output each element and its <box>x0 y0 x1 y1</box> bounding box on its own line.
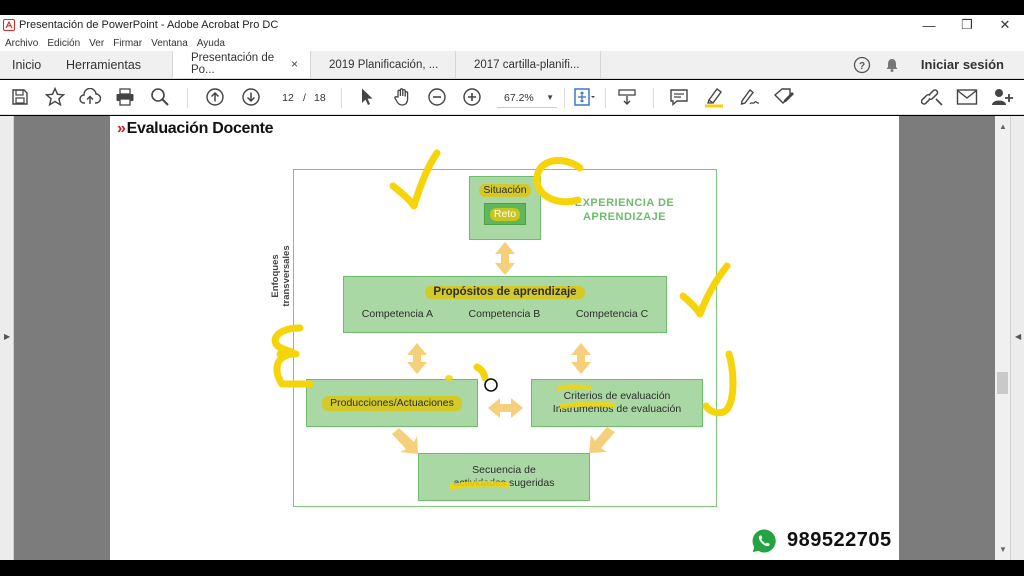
toolbar: 12 / 18 67.2% ▼ <box>0 80 1024 115</box>
window-title: Presentación de PowerPoint - Adobe Acrob… <box>19 19 279 31</box>
select-cursor-icon[interactable] <box>355 86 379 108</box>
reto-label: Reto <box>489 207 521 221</box>
cloud-upload-icon[interactable] <box>78 86 102 108</box>
tab-label: Presentación de Po... <box>191 52 275 76</box>
minimize-button[interactable]: — <box>922 17 936 33</box>
tab-inicio[interactable]: Inicio <box>12 57 42 72</box>
situacion-label: Situación <box>479 184 531 197</box>
menu-ayuda[interactable]: Ayuda <box>196 37 225 49</box>
menu-archivo[interactable]: Archivo <box>5 37 39 49</box>
secuencia-label-1: Secuencia de <box>472 464 536 476</box>
scroll-thumb[interactable] <box>997 372 1008 394</box>
experience-label: EXPERIENCIA DE APRENDIZAJE <box>574 197 675 223</box>
acrobat-icon <box>3 19 15 31</box>
toolbar-separator <box>341 88 342 108</box>
close-window-button[interactable]: ✕ <box>999 17 1011 32</box>
scroll-mode-icon[interactable] <box>615 86 639 108</box>
competencia-b: Competencia B <box>468 308 541 320</box>
close-tab-icon[interactable]: × <box>290 57 298 71</box>
signin-button[interactable]: Iniciar sesión <box>920 57 1004 72</box>
document-area: ▶ »Evaluación Docente <box>0 116 1024 560</box>
tab-label: 2019 Planificación, ... <box>329 58 439 71</box>
competencia-c: Competencia C <box>575 308 649 320</box>
situacion-box: Situación Reto <box>469 176 541 240</box>
tab-label: 2017 cartilla-planifi... <box>474 58 580 71</box>
phone-number: 989522705 <box>787 529 892 551</box>
zoom-in-icon[interactable] <box>460 86 484 108</box>
instrumentos-label: Instrumentos de evaluación <box>552 403 682 415</box>
producciones-box: Producciones/Actuaciones <box>306 379 478 427</box>
add-user-icon[interactable] <box>990 86 1014 108</box>
pdf-page: »Evaluación Docente <box>110 116 899 560</box>
page-number-input[interactable]: 12 <box>282 92 294 104</box>
mail-icon[interactable] <box>955 86 979 108</box>
tab-document-2017[interactable]: 2017 cartilla-planifi... <box>455 51 600 78</box>
producciones-label: Producciones/Actuaciones <box>322 395 462 411</box>
page-display-icon[interactable] <box>572 86 596 108</box>
scroll-up-icon[interactable]: ▲ <box>999 122 1007 131</box>
tab-spacer <box>600 51 847 78</box>
star-icon[interactable] <box>43 86 67 108</box>
hand-tool-icon[interactable] <box>390 86 414 108</box>
header-text: Evaluación Docente <box>126 120 274 137</box>
criterios-label: Criterios de evaluación <box>563 390 671 402</box>
propositos-box: Propósitos de aprendizaje Competencia A … <box>343 276 667 333</box>
letterbox-bottom <box>0 560 1024 576</box>
secuencia-label-2: actividades sugeridas <box>453 477 555 489</box>
sign-pen-icon[interactable] <box>737 86 761 108</box>
find-icon[interactable] <box>148 86 172 108</box>
title-bar: Presentación de PowerPoint - Adobe Acrob… <box>0 15 1024 35</box>
save-icon[interactable] <box>8 86 32 108</box>
propositos-label: Propósitos de aprendizaje <box>425 286 585 299</box>
chevron-left-icon: ◀ <box>1015 332 1022 341</box>
bell-icon[interactable] <box>877 51 907 78</box>
document-header: »Evaluación Docente <box>117 120 274 138</box>
restore-button[interactable]: ❐ <box>961 17 973 32</box>
competencia-a: Competencia A <box>361 308 433 320</box>
toolbar-separator <box>605 88 606 108</box>
next-page-icon[interactable] <box>239 86 263 108</box>
secuencia-box: Secuencia de actividades sugeridas <box>418 453 590 501</box>
edit-pdf-icon[interactable] <box>772 86 796 108</box>
tab-bar: Inicio Herramientas Presentación de Po..… <box>0 51 1024 79</box>
reto-box: Reto <box>484 203 526 225</box>
vertical-scrollbar[interactable]: ▲ ▼ <box>995 116 1010 560</box>
print-icon[interactable] <box>113 86 137 108</box>
page-total: 18 <box>314 92 326 104</box>
chevron-down-icon: ▼ <box>546 93 554 102</box>
previous-page-icon[interactable] <box>203 86 227 108</box>
comment-icon[interactable] <box>667 86 691 108</box>
chevron-right-icon: ▶ <box>4 332 11 341</box>
scroll-down-icon[interactable]: ▼ <box>999 545 1007 554</box>
diagram-arrows <box>392 242 615 454</box>
zoom-select[interactable]: 67.2% ▼ <box>497 88 557 108</box>
zoom-value: 67.2% <box>504 92 534 104</box>
tab-document-2019[interactable]: 2019 Planificación, ... <box>310 51 455 78</box>
help-icon[interactable]: ? <box>847 51 877 78</box>
tab-document-active[interactable]: Presentación de Po... × <box>172 51 310 78</box>
competencias-row: Competencia A Competencia B Competencia … <box>344 308 666 321</box>
right-panel-toggle[interactable]: ◀ <box>1010 116 1024 560</box>
toolbar-separator <box>564 88 565 108</box>
svg-text:?: ? <box>859 61 865 72</box>
page-separator: / <box>303 92 306 104</box>
tab-herramientas[interactable]: Herramientas <box>66 57 142 72</box>
zoom-out-icon[interactable] <box>425 86 449 108</box>
whatsapp-icon <box>752 529 776 553</box>
criterios-box: Criterios de evaluación Instrumentos de … <box>531 379 703 427</box>
menu-ver[interactable]: Ver <box>89 37 105 49</box>
enfoques-label: Enfoques transversales <box>270 245 292 307</box>
toolbar-separator <box>187 88 188 108</box>
toolbar-separator <box>653 88 654 108</box>
letterbox-top <box>0 0 1024 15</box>
menu-firmar[interactable]: Firmar <box>113 37 143 49</box>
left-panel-toggle[interactable]: ▶ <box>0 116 14 560</box>
menu-edicion[interactable]: Edición <box>47 37 81 49</box>
menu-ventana[interactable]: Ventana <box>151 37 188 49</box>
link-icon[interactable] <box>920 86 944 108</box>
highlighter-icon[interactable] <box>702 86 726 108</box>
header-chevron: » <box>117 120 126 137</box>
menu-bar: Archivo Edición Ver Firmar Ventana Ayuda <box>0 35 1024 51</box>
